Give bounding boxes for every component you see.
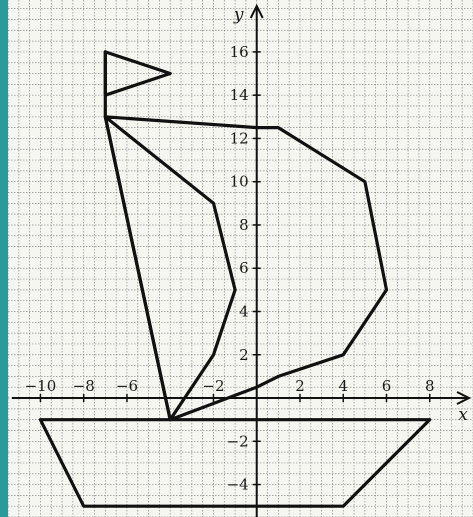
y-tick-label: 8: [239, 216, 249, 234]
y-tick-label: 10: [230, 173, 249, 191]
tick-labels: −10 −8 −6 −2 2 4 6 8 −4 −2 2 4 6 8 10 12 14 16 x y: [25, 5, 469, 494]
y-tick-label: 12: [230, 129, 249, 147]
x-tick-label: 4: [338, 377, 348, 395]
x-tick-label: 2: [295, 377, 305, 395]
y-tick-label: 6: [239, 259, 249, 277]
shape-outline-3: [103, 115, 389, 422]
chart-canvas: −10 −8 −6 −2 2 4 6 8 −4 −2 2 4 6 8 10 12 14 16 x y: [8, 0, 473, 517]
x-tick-label: −6: [116, 377, 138, 395]
y-axis-arrow: [249, 3, 264, 19]
y-tick-label: −4: [227, 476, 249, 494]
y-tick-label: −2: [227, 432, 249, 450]
y-tick-label: 16: [230, 43, 249, 61]
axes: [12, 3, 472, 517]
shape-outlines: [38, 50, 432, 508]
x-tick-label: −10: [25, 377, 57, 395]
x-axis-label: x: [458, 405, 468, 425]
y-tick-label: 14: [230, 86, 249, 104]
x-tick-label: 8: [425, 377, 435, 395]
y-tick-label: 4: [239, 302, 249, 320]
x-tick-label: 6: [382, 377, 392, 395]
chart-background: [8, 0, 473, 517]
x-axis-arrow: [456, 391, 472, 405]
x-tick-label: −2: [202, 377, 224, 395]
grid-chart: −10 −8 −6 −2 2 4 6 8 −4 −2 2 4 6 8 10 12 14 16 x y: [8, 0, 473, 517]
x-tick-label: −8: [73, 377, 95, 395]
y-tick-label: 2: [239, 346, 249, 364]
y-axis-label: y: [233, 5, 244, 25]
shape-outline-1: [38, 418, 432, 508]
